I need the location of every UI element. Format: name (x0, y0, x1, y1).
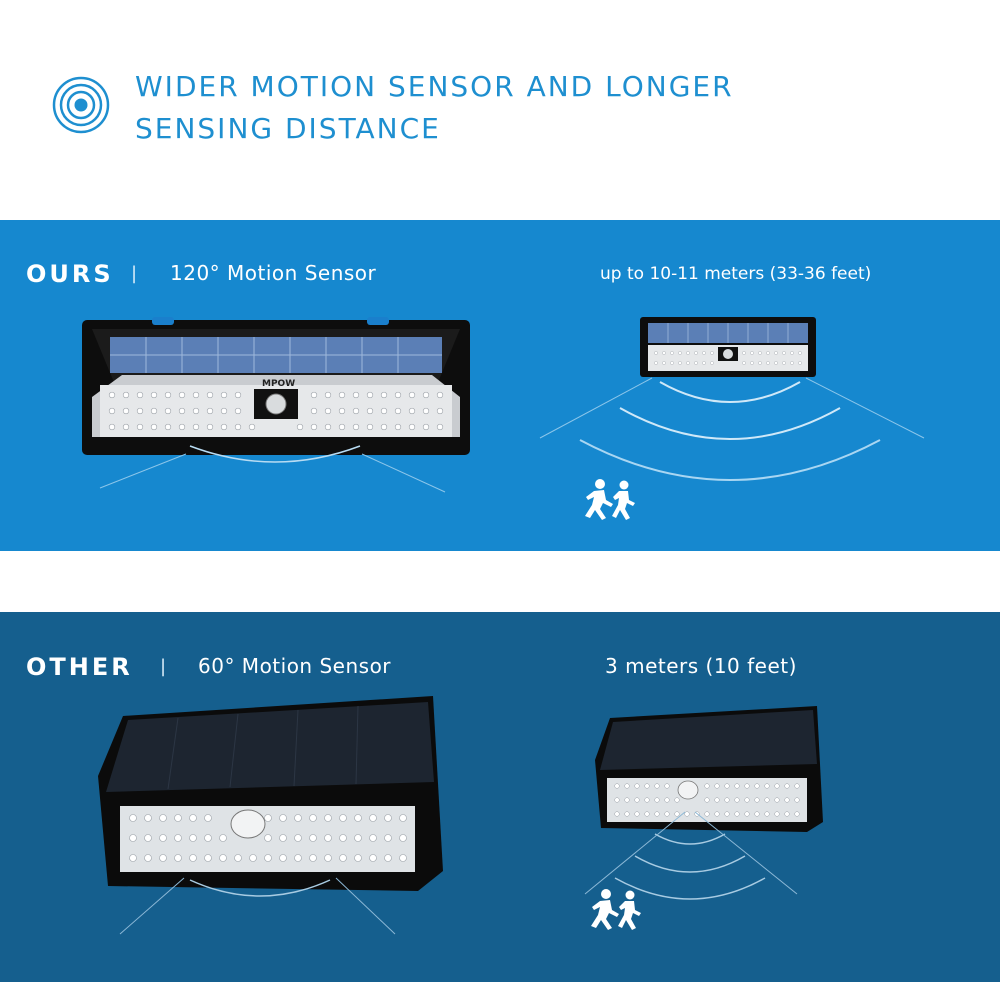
other-label: OTHER (26, 653, 133, 681)
other-panel: OTHER | 60° Motion Sensor 3 meters (10 f… (0, 612, 1000, 982)
ours-label: OURS (26, 260, 114, 288)
ours-light-large: MPOW (82, 317, 470, 455)
other-light-large (98, 696, 443, 891)
ours-distance-text: up to 10-11 meters (33-36 feet) (600, 264, 872, 284)
page-title: WIDER MOTION SENSOR AND LONGER SENSING D… (135, 66, 734, 150)
ours-sensor-waves-large (99, 445, 446, 493)
ours-separator: | (131, 263, 138, 284)
other-distance-text: 3 meters (10 feet) (605, 654, 797, 678)
motion-sensor-icon (52, 76, 110, 134)
other-sensor-waves-large (119, 877, 396, 935)
brand-logo: MPOW (262, 379, 295, 389)
other-light-small (595, 706, 823, 832)
ours-panel: OURS | 120° Motion Sensor up to 10-11 me… (0, 220, 1000, 551)
ours-sensor-text: 120° Motion Sensor (170, 261, 377, 285)
title-line-1: WIDER MOTION SENSOR AND LONGER (135, 70, 734, 103)
other-sensor-waves-short (584, 811, 798, 900)
ours-sensor-waves-long (539, 377, 925, 481)
header: WIDER MOTION SENSOR AND LONGER SENSING D… (0, 0, 1000, 220)
other-separator: | (160, 656, 167, 677)
ours-light-small (640, 317, 816, 377)
running-people-icon (585, 479, 635, 520)
title-line-2: SENSING DISTANCE (135, 112, 441, 145)
other-sensor-text: 60° Motion Sensor (198, 654, 392, 678)
running-people-icon-other (591, 889, 641, 930)
